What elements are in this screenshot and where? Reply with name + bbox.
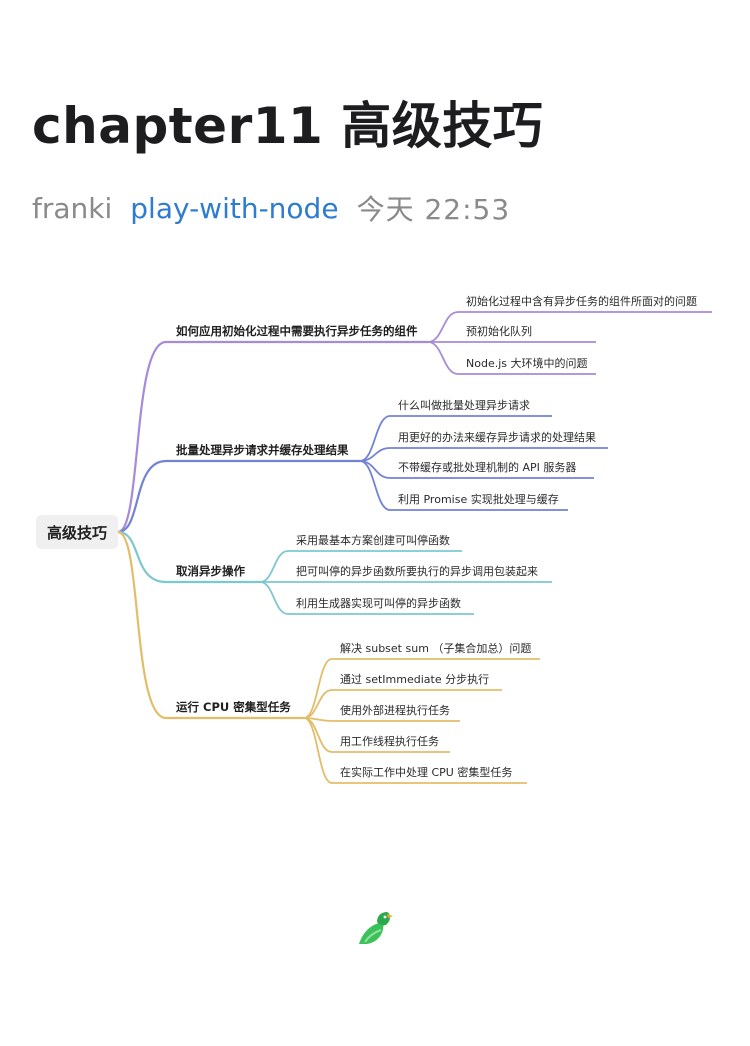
child-label: 通过 setImmediate 分步执行 (340, 672, 489, 686)
branch-connector (117, 459, 167, 534)
child-label: 采用最基本方案创建可叫停函数 (296, 533, 450, 547)
child-label: 预初始化队列 (466, 324, 532, 338)
child-label: 在实际工作中处理 CPU 密集型任务 (340, 765, 512, 779)
mindmap-diagram: 高级技巧 如何应用初始化过程中需要执行异步任务的组件 初始化过程中含有异步任务的组件… (36, 294, 712, 784)
branch-3: 取消异步操作 采用最基本方案创建可叫停函数把可叫停的异步函数所要执行的异步调用包装… (117, 530, 552, 615)
page-title: chapter11 高级技巧 (32, 97, 544, 155)
branch-1: 如何应用初始化过程中需要执行异步任务的组件 初始化过程中含有异步任务的组件所面对的… (117, 294, 712, 534)
child-connector (259, 581, 289, 615)
root-node-label: 高级技巧 (47, 524, 107, 542)
child-label: 用工作线程执行任务 (340, 734, 439, 748)
branch-label: 运行 CPU 密集型任务 (176, 700, 291, 714)
child-label: 解决 subset sum （子集合加总）问题 (340, 641, 531, 655)
author-name[interactable]: franki (32, 191, 113, 225)
root-node-box (36, 515, 118, 549)
branch-connector (117, 530, 167, 720)
branch-label: 批量处理异步请求并缓存处理结果 (176, 443, 349, 457)
child-label: 初始化过程中含有异步任务的组件所面对的问题 (466, 294, 697, 308)
child-connector (359, 460, 391, 511)
child-label: 把可叫停的异步函数所要执行的异步调用包装起来 (296, 564, 538, 578)
branch-connector (117, 530, 167, 584)
child-connector (259, 550, 289, 583)
child-label: 利用 Promise 实现批处理与缓存 (398, 492, 559, 506)
child-connector (359, 415, 391, 462)
child-connector (303, 658, 333, 719)
child-label: 使用外部进程执行任务 (340, 703, 450, 717)
article-meta: franki play-with-node 今天 22:53 (32, 190, 511, 227)
series-link[interactable]: play-with-node (130, 191, 339, 225)
branch-connector (117, 340, 167, 534)
child-label: Node.js 大环境中的问题 (466, 356, 588, 370)
publish-time: 今天 22:53 (356, 193, 511, 226)
branch-label: 取消异步操作 (176, 564, 245, 578)
child-label: 不带缓存或批处理机制的 API 服务器 (398, 460, 576, 474)
child-label: 用更好的办法来缓存异步请求的处理结果 (398, 430, 596, 444)
branch-2: 批量处理异步请求并缓存处理结果 什么叫做批量处理异步请求用更好的办法来缓存异步请求… (117, 398, 608, 534)
child-connector (303, 717, 333, 784)
branch-label: 如何应用初始化过程中需要执行异步任务的组件 (176, 324, 418, 338)
child-connector (427, 311, 459, 343)
child-connector (303, 689, 333, 719)
child-label: 利用生成器实现可叫停的异步函数 (296, 596, 461, 610)
child-label: 什么叫做批量处理异步请求 (398, 398, 530, 412)
child-connector (427, 341, 459, 375)
bird-logo-icon (355, 908, 395, 948)
